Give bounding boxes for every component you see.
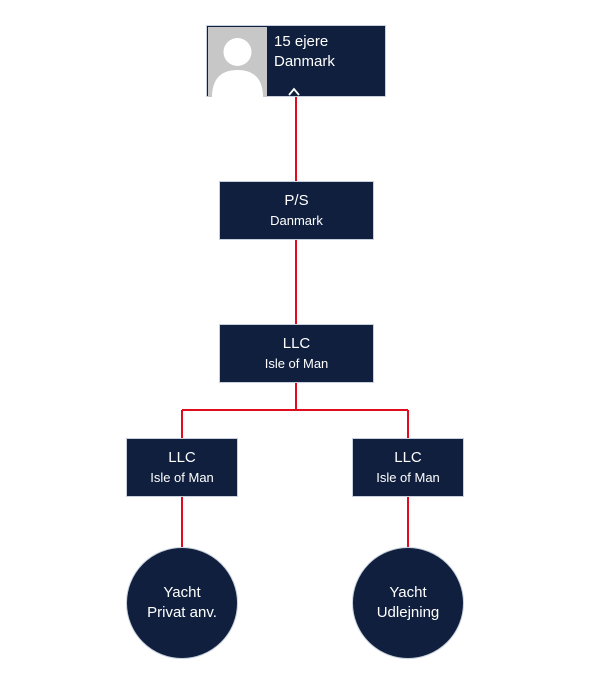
owner-node: 15 ejere Danmark bbox=[206, 25, 386, 97]
yacht-right-title: Yacht bbox=[389, 584, 427, 601]
llc-left-node: LLC Isle of Man bbox=[126, 438, 238, 497]
llc-main-location: Isle of Man bbox=[264, 355, 329, 371]
ps-title: P/S bbox=[284, 192, 309, 210]
yacht-right-node: Yacht Udlejning bbox=[352, 547, 464, 659]
llc-left-title: LLC bbox=[168, 449, 196, 467]
owner-text: 15 ejere Danmark bbox=[274, 32, 335, 72]
yacht-left-use: Privat anv. bbox=[147, 604, 217, 621]
owner-country: Danmark bbox=[274, 53, 335, 70]
yacht-right-use: Udlejning bbox=[376, 604, 440, 621]
llc-right-title: LLC bbox=[394, 449, 422, 467]
yacht-left-title: Yacht bbox=[163, 584, 201, 601]
caret-up-icon bbox=[288, 87, 300, 96]
person-silhouette-icon bbox=[208, 27, 267, 97]
ps-location: Danmark bbox=[270, 212, 323, 228]
llc-main-node: LLC Isle of Man bbox=[219, 324, 374, 383]
owner-count: 15 ejere bbox=[274, 33, 329, 50]
llc-right-node: LLC Isle of Man bbox=[352, 438, 464, 497]
ps-node: P/S Danmark bbox=[219, 181, 374, 240]
llc-right-location: Isle of Man bbox=[376, 469, 440, 485]
yacht-left-node: Yacht Privat anv. bbox=[126, 547, 238, 659]
llc-left-location: Isle of Man bbox=[150, 469, 214, 485]
llc-main-title: LLC bbox=[282, 335, 311, 353]
